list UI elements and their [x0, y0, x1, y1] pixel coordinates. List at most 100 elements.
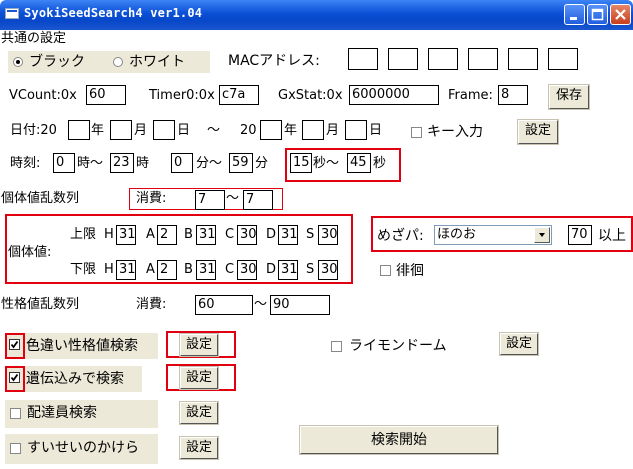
suisei-checkbox[interactable]	[10, 443, 21, 454]
iv-lower-s-input[interactable]: 30	[318, 260, 338, 280]
iv-lower-a-input[interactable]: 2	[157, 260, 177, 280]
date-from-month[interactable]	[110, 120, 132, 140]
iv-stat-a-lower: A	[146, 262, 155, 277]
mac-field-1[interactable]	[348, 48, 378, 70]
common-settings-label: 共通の設定	[1, 31, 67, 46]
iv-consume-to-input[interactable]: 7	[243, 190, 273, 210]
iv-sequence-label: 個体値乱数列	[1, 191, 80, 206]
radio-white[interactable]	[113, 57, 123, 67]
mac-field-5[interactable]	[508, 48, 538, 70]
key-input-label: キー入力	[427, 124, 483, 140]
chevron-down-icon	[539, 233, 545, 237]
date-to-day[interactable]	[345, 120, 367, 140]
inherit-settings-button[interactable]: 設定	[179, 366, 219, 390]
timer0-input[interactable]: c7a	[219, 85, 259, 105]
roaming-checkbox[interactable]	[380, 265, 391, 276]
iv-lower-label: 下限	[70, 262, 97, 277]
time-label: 時刻:	[10, 156, 41, 171]
iv-lower-d-input[interactable]: 31	[278, 260, 298, 280]
inherit-search-panel	[5, 366, 142, 392]
minute-to-unit: 分	[255, 156, 269, 171]
iv-upper-a-input[interactable]: 2	[157, 225, 177, 245]
date-to-month[interactable]	[302, 120, 324, 140]
main-panel: 共通の設定 ブラック ホワイト MACアドレス: VCount:0x 60 Ti…	[0, 30, 633, 469]
check-icon	[10, 340, 19, 349]
mac-field-6[interactable]	[548, 48, 578, 70]
nature-consume-to-input[interactable]: 90	[270, 295, 330, 315]
hidden-power-type-dropdown[interactable]: ほのお	[434, 225, 552, 245]
hidden-power-label: めざパ:	[377, 228, 424, 244]
iv-label: 個体値:	[8, 245, 52, 260]
iv-upper-s-input[interactable]: 30	[318, 225, 338, 245]
iv-stat-h-upper: H	[104, 227, 114, 242]
shiny-search-checkbox[interactable]	[9, 339, 20, 350]
hour-from-unit: 時～	[77, 156, 104, 171]
iv-lower-c-input[interactable]: 30	[237, 260, 257, 280]
inherit-search-checkbox[interactable]	[9, 372, 20, 383]
seconds-highlight	[285, 148, 401, 182]
date-to-prefix: 20	[240, 123, 257, 138]
maximize-icon	[591, 8, 604, 21]
hour-to-input[interactable]: 23	[110, 153, 134, 173]
iv-upper-h-input[interactable]: 31	[116, 225, 136, 245]
shiny-settings-button[interactable]: 設定	[179, 333, 219, 357]
second-to-input[interactable]: 45	[347, 153, 371, 173]
second-from-input[interactable]: 15	[290, 153, 312, 173]
iv-range-highlight	[5, 214, 353, 284]
version-radio-group	[8, 51, 210, 73]
minimize-button[interactable]	[564, 4, 585, 25]
month-unit-from: 月	[134, 123, 148, 138]
dropdown-arrow-button[interactable]	[534, 227, 550, 243]
hidden-power-highlight	[371, 216, 633, 252]
save-button[interactable]: 保存	[548, 84, 590, 110]
iv-stat-b-lower: B	[184, 262, 193, 277]
key-input-checkbox[interactable]	[411, 127, 422, 138]
key-input-settings-button[interactable]: 設定	[517, 119, 559, 145]
iv-stat-s-upper: S	[306, 227, 315, 242]
search-start-button[interactable]: 検索開始	[299, 425, 499, 455]
suisei-settings-button[interactable]: 設定	[179, 436, 219, 460]
iv-lower-b-input[interactable]: 31	[196, 260, 216, 280]
shiny-search-panel	[5, 333, 158, 359]
iv-upper-b-input[interactable]: 31	[196, 225, 216, 245]
date-tilde: ～	[207, 123, 221, 138]
lymon-dome-checkbox[interactable]	[331, 341, 342, 352]
delivery-settings-button[interactable]: 設定	[179, 401, 219, 425]
nature-consume-from-input[interactable]: 60	[195, 295, 253, 315]
shiny-search-label: 色違い性格値検索	[26, 338, 138, 354]
minute-from-unit: 分～	[196, 156, 223, 171]
vcount-label: VCount:0x	[9, 88, 77, 103]
gxstat-input[interactable]: 6000000	[349, 85, 439, 105]
mac-field-2[interactable]	[388, 48, 418, 70]
lymon-settings-button[interactable]: 設定	[499, 332, 539, 356]
iv-upper-d-input[interactable]: 31	[278, 225, 298, 245]
date-to-year[interactable]	[260, 120, 282, 140]
second-to-unit: 秒	[373, 156, 387, 171]
radio-black-label: ブラック	[29, 54, 85, 70]
mac-field-4[interactable]	[468, 48, 498, 70]
minute-from-input[interactable]: 0	[171, 153, 193, 173]
suisei-label: すいせいのかけら	[27, 440, 139, 456]
frame-input[interactable]: 8	[498, 85, 528, 105]
vcount-input[interactable]: 60	[86, 85, 126, 105]
minute-to-input[interactable]: 59	[229, 153, 253, 173]
hidden-power-value-input[interactable]: 70	[568, 225, 592, 245]
window-title: SyokiSeedSearch4 ver1.04	[24, 6, 203, 20]
check-icon	[10, 373, 19, 382]
date-from-year[interactable]	[68, 120, 90, 140]
radio-black[interactable]	[13, 57, 23, 67]
mac-field-3[interactable]	[428, 48, 458, 70]
delivery-search-checkbox[interactable]	[10, 408, 21, 419]
inherit-checkbox-highlight	[5, 366, 25, 392]
iv-consume-from-input[interactable]: 7	[195, 190, 225, 210]
iv-upper-c-input[interactable]: 30	[237, 225, 257, 245]
hour-from-input[interactable]: 0	[53, 153, 75, 173]
close-button[interactable]	[610, 4, 631, 25]
title-bar: SyokiSeedSearch4 ver1.04	[0, 0, 633, 30]
iv-lower-h-input[interactable]: 31	[116, 260, 136, 280]
iv-stat-d-upper: D	[266, 227, 277, 242]
date-from-day[interactable]	[153, 120, 175, 140]
maximize-button[interactable]	[587, 4, 608, 25]
day-unit-from: 日	[177, 123, 191, 138]
iv-consume-label: 消費:	[136, 191, 167, 206]
